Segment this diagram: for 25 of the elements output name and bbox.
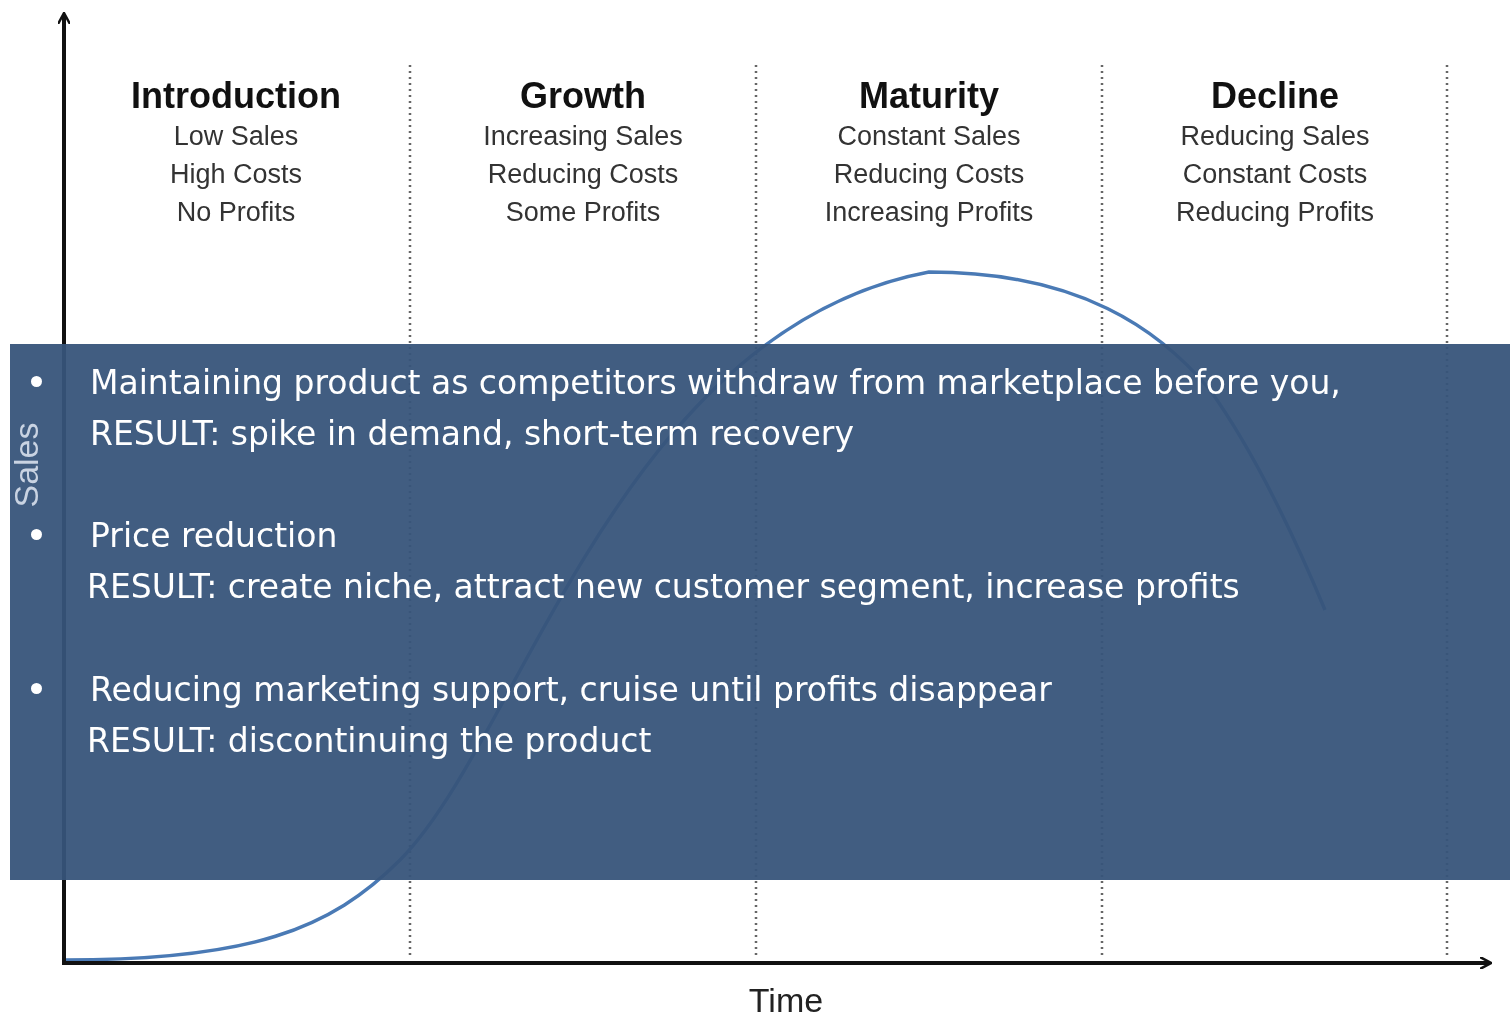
stage-heading: Growth bbox=[520, 75, 646, 117]
stage-note: Some Profits bbox=[505, 196, 661, 228]
text-panel bbox=[10, 344, 1510, 880]
stage-heading: Introduction bbox=[131, 75, 341, 117]
stage-note: Low Sales bbox=[173, 120, 299, 152]
stage-note: High Costs bbox=[170, 158, 302, 190]
stage-note: Constant Sales bbox=[837, 120, 1021, 152]
stage-note: Reducing Costs bbox=[833, 158, 1025, 190]
bullet-text: Reducing marketing support, cruise until profits disappear bbox=[90, 669, 1052, 709]
axis-label: Sales bbox=[6, 422, 46, 508]
stage-note: Reducing Costs bbox=[487, 158, 679, 190]
result-text: RESULT: spike in demand, short-term recovery bbox=[90, 413, 854, 453]
stage-note: Constant Costs bbox=[1182, 158, 1368, 190]
stage-note: Increasing Profits bbox=[824, 196, 1034, 228]
stage-heading: Maturity bbox=[859, 75, 999, 117]
result-text: RESULT: discontinuing the product bbox=[87, 720, 652, 760]
stage-note: Reducing Profits bbox=[1175, 196, 1375, 228]
stage-note: No Profits bbox=[176, 196, 296, 228]
stage-note: Reducing Sales bbox=[1180, 120, 1370, 152]
axis-label: Time bbox=[748, 980, 824, 1018]
bullet-text: Price reduction bbox=[90, 515, 338, 555]
stage-heading: Decline bbox=[1210, 75, 1340, 117]
bullet-text: Maintaining product as competitors withdraw from marketplace before you, bbox=[90, 362, 1341, 402]
result-text: RESULT: create niche, attract new customer segment, increase profits bbox=[87, 566, 1240, 606]
stage-note: Increasing Sales bbox=[483, 120, 683, 152]
